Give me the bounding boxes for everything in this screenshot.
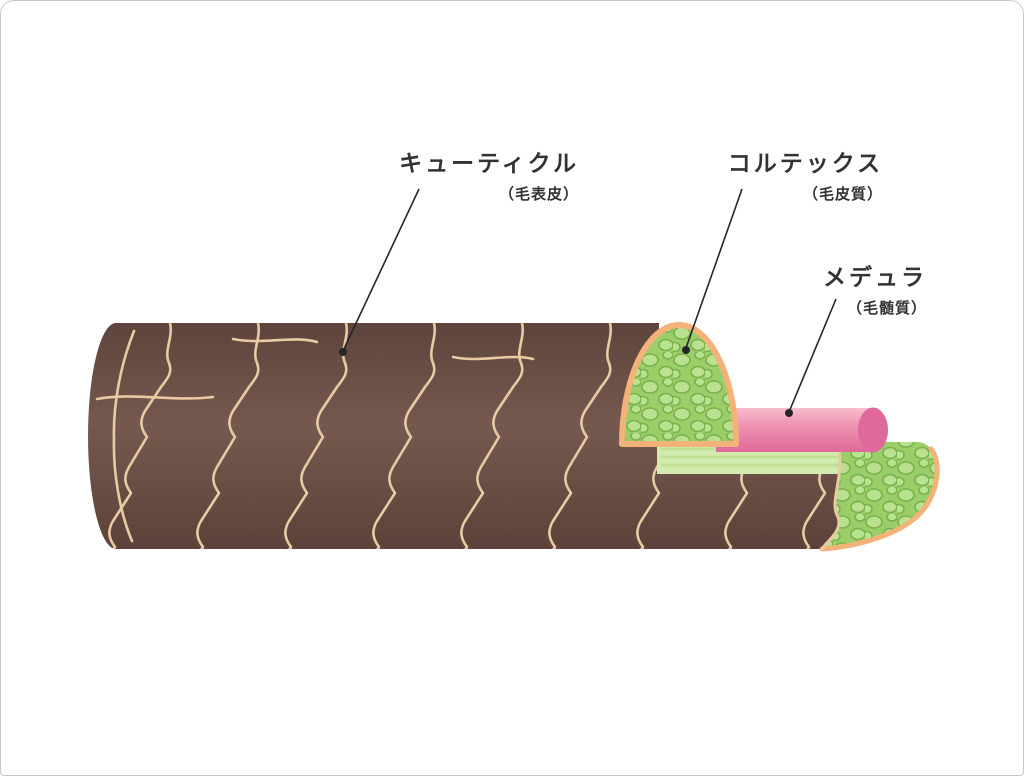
label-cortex-text: コルテックス	[727, 150, 883, 176]
label-medulla-text: メデュラ	[823, 264, 927, 290]
cuticle-cut-edge	[820, 440, 842, 551]
cuticle-scale-lines	[95, 323, 841, 549]
label-cortex: コルテックス （毛皮質）	[727, 150, 883, 204]
label-cuticle: キューティクル （毛表皮）	[399, 150, 579, 204]
medulla-rod	[716, 407, 888, 453]
label-cortex-sub: （毛皮質）	[802, 186, 883, 204]
cortex-top-cross-section	[619, 322, 739, 447]
label-medulla-sub: （毛髄質）	[846, 300, 927, 318]
cortex-rim	[819, 446, 940, 552]
cortex-end-cross-section	[819, 440, 940, 552]
medulla-rod-end-cap	[858, 407, 888, 453]
leader-line-medulla	[785, 298, 837, 417]
leader-line-cortex	[682, 188, 743, 354]
leader-line-cuticle	[339, 188, 420, 356]
label-cuticle-text: キューティクル	[399, 150, 579, 176]
label-medulla: メデュラ （毛髄質）	[823, 264, 927, 318]
label-cuticle-sub: （毛表皮）	[498, 186, 579, 204]
